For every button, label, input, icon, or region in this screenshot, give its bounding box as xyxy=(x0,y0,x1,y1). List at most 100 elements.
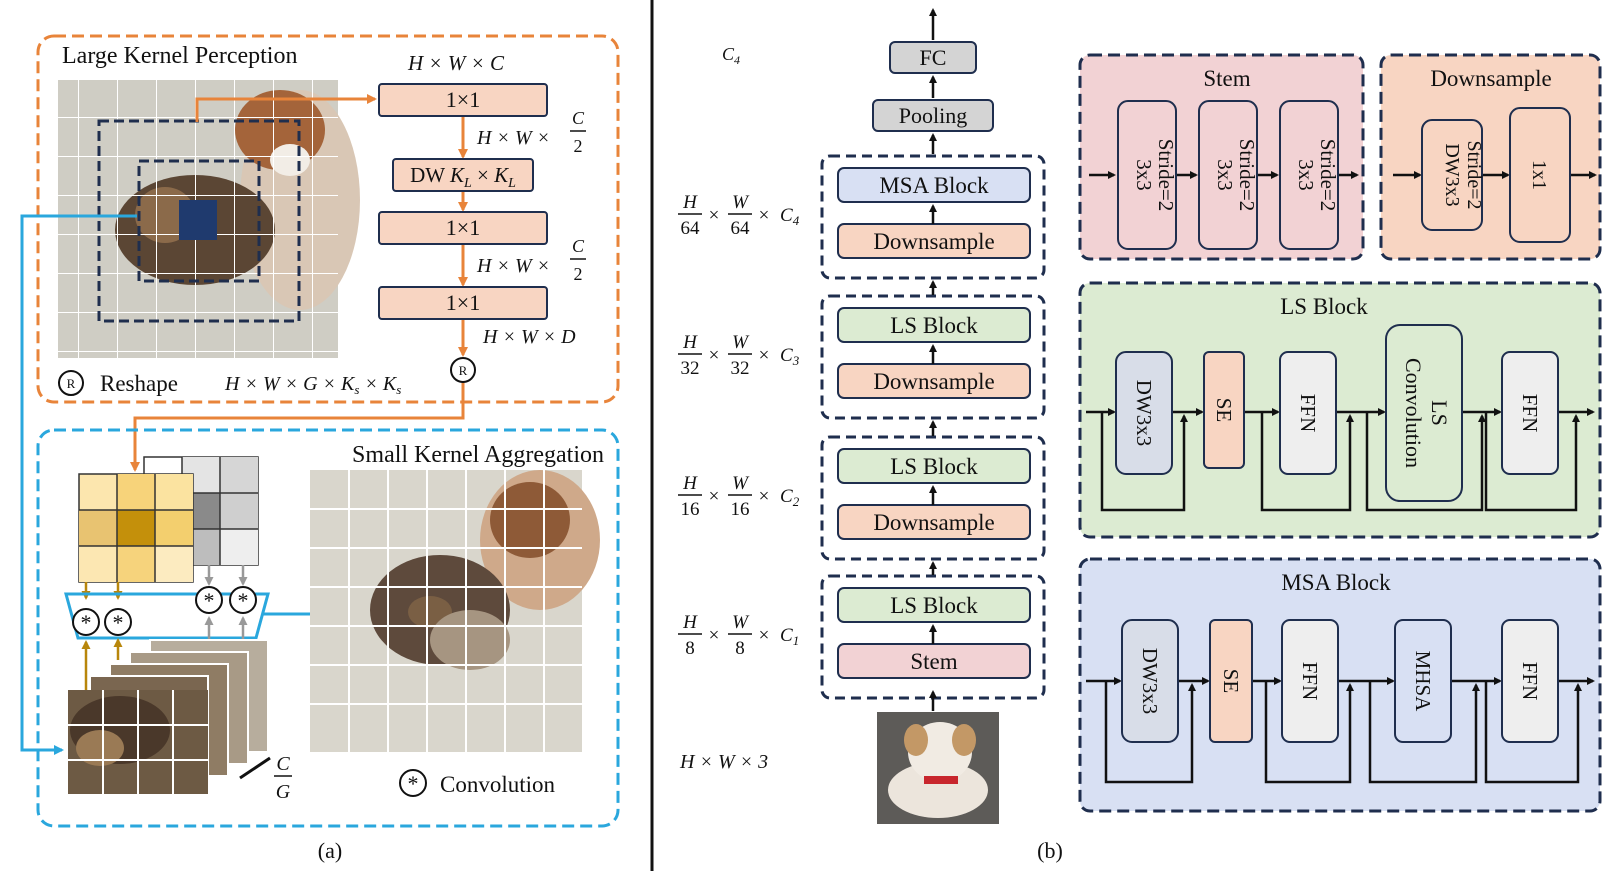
fc-label: FC xyxy=(920,45,947,70)
lkp-photo xyxy=(58,80,360,358)
msa-se-label: SE xyxy=(1219,669,1243,694)
group-frac-num: C xyxy=(276,753,290,775)
stage-block-box xyxy=(837,167,1031,203)
conv-op-3: * xyxy=(195,586,223,614)
ls-se-label: SE xyxy=(1212,398,1236,423)
ls-detail-ops: DW3x3 SE FFN LS Convolution FFN xyxy=(1086,324,1595,512)
stage-frame xyxy=(820,294,1046,420)
lkp-frac1-num: C xyxy=(572,108,585,128)
svg-text:×: × xyxy=(759,345,770,366)
ds-dw-box xyxy=(1421,119,1483,231)
svg-text:C2: C2 xyxy=(780,486,800,509)
lkp-dim-half-2: H × W × xyxy=(476,255,550,277)
ska-output-photo xyxy=(310,470,600,752)
lkp-to-ska-arrow xyxy=(130,383,465,472)
input-dim: H × W × 3 xyxy=(679,751,768,773)
reshape-dim: H × W × G × Ks × Ks xyxy=(224,373,401,397)
conv-op-4: * xyxy=(229,586,257,614)
pooling-label: Pooling xyxy=(899,103,967,128)
svg-text:×: × xyxy=(709,205,720,226)
lkp-reshape-node-label: R xyxy=(459,363,468,378)
msa-detail-title: MSA Block xyxy=(1281,570,1391,595)
msa-mhsa-box xyxy=(1394,619,1452,743)
svg-text:C1: C1 xyxy=(780,625,799,648)
svg-text:32: 32 xyxy=(731,358,750,379)
ska-frame xyxy=(36,428,620,828)
svg-text:64: 64 xyxy=(731,218,751,239)
svg-text:8: 8 xyxy=(685,638,695,659)
ls-conv-label-2: Convolution xyxy=(1401,358,1426,468)
stage-block-box xyxy=(837,587,1031,623)
svg-text:×: × xyxy=(709,345,720,366)
ls-dw-label: DW3x3 xyxy=(1132,380,1156,447)
svg-text:32: 32 xyxy=(681,358,700,379)
stem-conv-label: 3x3 xyxy=(1132,159,1156,191)
ls-dw-box xyxy=(1115,351,1173,475)
svg-text:H: H xyxy=(682,612,698,633)
lkp-conv3-label: 1×1 xyxy=(446,290,480,315)
stage-block-label: Downsample xyxy=(873,369,994,394)
ds-stride-label: Stride=2 xyxy=(1463,140,1485,209)
input-to-stack-arrow xyxy=(20,214,137,755)
lkp-frame xyxy=(36,34,620,404)
conv-op-1: * xyxy=(72,608,100,636)
svg-text:×: × xyxy=(759,625,770,646)
downsample-detail-title: Downsample xyxy=(1430,66,1551,91)
stem-conv-box xyxy=(1198,100,1258,250)
svg-text:W: W xyxy=(732,332,750,353)
reshape-legend-icon xyxy=(58,370,84,396)
svg-text:*: * xyxy=(204,588,215,613)
stem-conv-box xyxy=(1117,100,1177,250)
lkp-conv1-label: 1×1 xyxy=(446,87,480,112)
reshape-legend-symbol: R xyxy=(67,376,76,391)
caption-a: (a) xyxy=(318,838,342,863)
caption-b: (b) xyxy=(1037,838,1063,863)
convolution-legend-label: Convolution xyxy=(440,772,556,797)
svg-text:W: W xyxy=(732,192,750,213)
stage-dim-1: H8×W8×C1 xyxy=(678,612,799,659)
stage-block-label: LS Block xyxy=(890,593,978,618)
svg-text:*: * xyxy=(113,610,124,635)
lkp-conv1-box xyxy=(378,83,548,117)
feature-stack xyxy=(68,639,269,794)
stage-block-label: Downsample xyxy=(873,229,994,254)
svg-text:*: * xyxy=(408,771,419,796)
stage-dim-2: H16×W16×C2 xyxy=(678,473,800,520)
stage-frame xyxy=(820,154,1046,280)
msa-ffn2-label: FFN xyxy=(1518,662,1542,701)
stage-block-box xyxy=(837,448,1031,484)
stem-stride-label: Stride=2 xyxy=(1235,139,1259,212)
svg-text:C4: C4 xyxy=(780,205,800,228)
ls-conv-box xyxy=(1385,324,1463,502)
stage-dim-4: H64×W64×C4 xyxy=(678,192,800,239)
lkp-conv2-box xyxy=(378,211,548,245)
stage-block-label: Stem xyxy=(910,649,957,674)
msa-ffn1-box xyxy=(1281,619,1339,743)
lkp-title: Large Kernel Perception xyxy=(62,43,297,69)
ls-se-box xyxy=(1203,351,1245,469)
msa-se-box xyxy=(1209,619,1253,743)
stage-block-label: Downsample xyxy=(873,510,994,535)
svg-text:W: W xyxy=(732,612,750,633)
stem-stride-label: Stride=2 xyxy=(1154,139,1178,212)
lkp-dim-out: H × W × D xyxy=(482,326,576,348)
svg-text:W: W xyxy=(732,473,750,494)
msa-dw-label: DW3x3 xyxy=(1138,648,1162,715)
kernel-grid-gold xyxy=(78,473,194,583)
lkp-dim-in: H × W × C xyxy=(407,51,505,75)
ls-conv-label-1: LS xyxy=(1427,400,1452,426)
stage-block-box xyxy=(837,307,1031,343)
group-frac-den: G xyxy=(276,781,291,803)
svg-text:C3: C3 xyxy=(780,345,800,368)
svg-text:16: 16 xyxy=(681,499,700,520)
ds-pw-box xyxy=(1509,107,1571,243)
ls-ffn2-box xyxy=(1501,351,1559,475)
